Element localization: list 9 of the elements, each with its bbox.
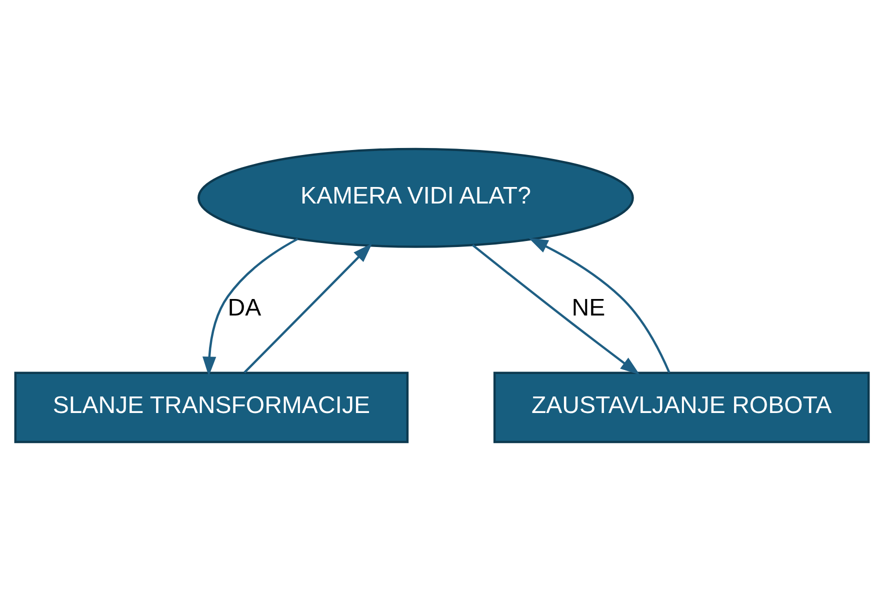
node-box: ZAUSTAVLJANJE ROBOTA (493, 371, 870, 443)
edge-label: NE (572, 294, 606, 322)
edge-label: DA (228, 294, 262, 322)
node-box: SLANJE TRANSFORMACIJE (14, 371, 409, 443)
arrow (528, 237, 670, 373)
node-ellipse: KAMERA VIDI ALAT? (198, 147, 634, 248)
arrow (472, 244, 640, 374)
arrow (244, 242, 372, 373)
arrow (202, 237, 298, 376)
